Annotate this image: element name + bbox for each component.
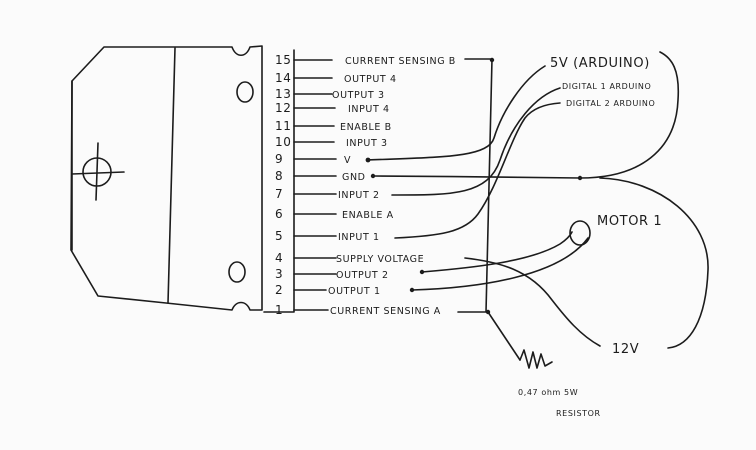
- wire-output-1-to-motor: [411, 237, 589, 291]
- pin-number: 2: [275, 283, 283, 297]
- pin-number: 1: [275, 303, 283, 317]
- wire-output-2-to-motor: [421, 231, 573, 273]
- pin-11: 11 ENABLE B: [275, 119, 392, 133]
- pin-1: 1 CURRENT SENSING A: [275, 303, 441, 317]
- pin-strip: [263, 49, 295, 313]
- pin-7: 7 INPUT 2: [275, 187, 380, 201]
- chip-tab-divider: [167, 47, 176, 304]
- wire-5v: [367, 65, 546, 161]
- pin-number: 4: [275, 251, 283, 265]
- pin-5: 5 INPUT 1: [275, 229, 380, 243]
- label-12v: 12V: [612, 342, 639, 357]
- pin-number: 11: [275, 119, 291, 133]
- pin-12: 12 INPUT 4: [275, 101, 390, 115]
- pin-number: 5: [275, 229, 283, 243]
- pin-3: 3 OUTPUT 2: [275, 267, 389, 281]
- pin-label: V: [344, 155, 351, 166]
- pin-number: 13: [275, 87, 291, 101]
- node-output-1: [409, 287, 415, 293]
- node-gnd: [370, 173, 376, 179]
- mounting-hole-crosshair-v: [95, 142, 99, 201]
- pin-label: OUTPUT 4: [344, 74, 397, 85]
- pin-label: INPUT 4: [348, 104, 390, 115]
- pin-label: INPUT 1: [338, 232, 380, 243]
- alignment-hole-bottom: [228, 261, 246, 283]
- chip-body: [70, 45, 263, 311]
- pin-number: 3: [275, 267, 283, 281]
- node-pin-v: [365, 157, 371, 163]
- label-motor: MOTOR 1: [597, 214, 662, 229]
- pin-15: 15 CURRENT SENSING B: [275, 53, 456, 67]
- pin-number: 9: [275, 152, 283, 166]
- wire-digital-2: [394, 102, 561, 239]
- pin-8: 8 GND: [275, 169, 366, 183]
- alignment-hole-top: [236, 81, 254, 103]
- pin-label: SUPPLY VOLTAGE: [336, 254, 424, 265]
- wire-digital-1: [391, 87, 561, 196]
- pin-label: INPUT 2: [338, 190, 380, 201]
- pin-2: 2 OUTPUT 1: [275, 283, 381, 297]
- pin-label: CURRENT SENSING A: [330, 306, 441, 317]
- motor-symbol: [569, 220, 591, 246]
- node-gnd-junction: [577, 175, 583, 181]
- pin-label: OUTPUT 1: [328, 286, 381, 297]
- pin-number: 15: [275, 53, 291, 67]
- wire-supply-to-12v: [464, 257, 601, 347]
- wire-sense-to-resistor: [487, 311, 521, 361]
- pin-10: 10 INPUT 3: [275, 135, 388, 149]
- pin-number: 14: [275, 71, 291, 85]
- pin-number: 8: [275, 169, 283, 183]
- wire-gnd-to-12v: [599, 177, 709, 349]
- pin-label: OUTPUT 3: [332, 90, 385, 101]
- pin-number: 6: [275, 207, 283, 221]
- pin-13: 13 OUTPUT 3: [275, 87, 385, 101]
- pin-label: CURRENT SENSING B: [345, 56, 456, 67]
- pin-label: OUTPUT 2: [336, 270, 389, 281]
- pin-label: ENABLE A: [342, 210, 394, 221]
- wire-gnd-to-arduino: [372, 51, 680, 179]
- label-digital-1: DIGITAL 1 ARDUINO: [562, 82, 651, 91]
- pin-label: ENABLE B: [340, 122, 392, 133]
- pin-number: 7: [275, 187, 283, 201]
- node-output-2: [419, 269, 425, 275]
- pin-label: INPUT 3: [346, 138, 388, 149]
- label-5v-arduino: 5V (ARDUINO): [550, 56, 650, 71]
- pin-4: 4 SUPPLY VOLTAGE: [275, 251, 424, 265]
- pin-6: 6 ENABLE A: [275, 207, 394, 221]
- pin-14: 14 OUTPUT 4: [275, 71, 397, 85]
- label-resistor: RESISTOR: [556, 409, 601, 418]
- current-sensing-bus: [457, 58, 493, 313]
- node-current-sensing-b: [489, 57, 495, 63]
- label-digital-2: DIGITAL 2 ARDUINO: [566, 99, 655, 108]
- pin-label: GND: [342, 172, 366, 183]
- mounting-hole-crosshair-h: [71, 171, 125, 175]
- pin-number: 12: [275, 101, 291, 115]
- pin-number: 10: [275, 135, 291, 149]
- resistor-symbol: [519, 349, 553, 369]
- label-resistor-value: 0,47 ohm 5W: [518, 388, 578, 397]
